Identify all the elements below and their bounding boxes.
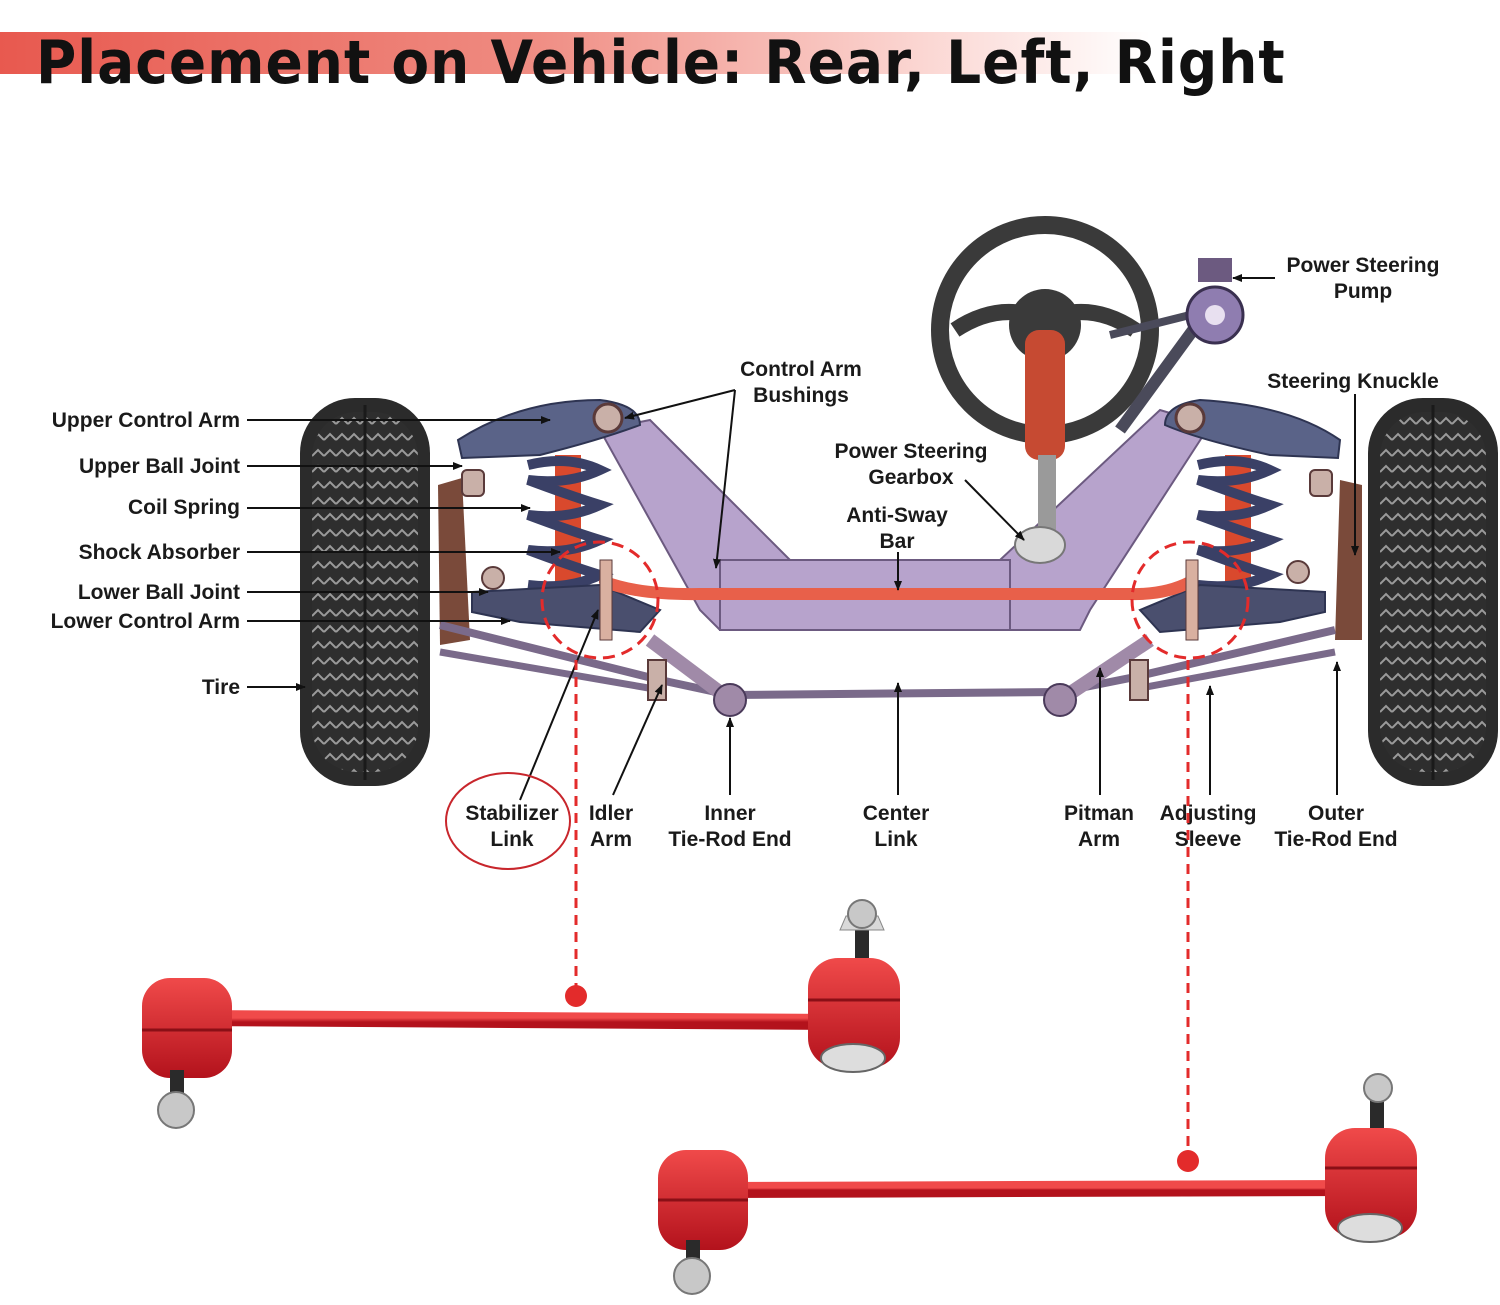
right-steering-knuckle	[1335, 480, 1362, 640]
label-inner-tie-rod-end-2: Tie-Rod End	[668, 828, 791, 851]
stabilizer-link-highlight-ellipse	[445, 772, 571, 870]
gearbox	[1014, 526, 1066, 564]
label-outer-tie-rod-end-1: Outer	[1308, 802, 1364, 825]
label-power-steering-gearbox-1: Power Steering	[835, 440, 988, 463]
left-upper-ball-joint	[461, 469, 485, 497]
page-title: Placement on Vehicle: Rear, Left, Right	[36, 28, 1286, 98]
left-coil-spring	[526, 455, 614, 595]
label-shock-absorber: Shock Absorber	[79, 541, 240, 564]
right-tire	[1368, 398, 1498, 786]
steering-shaft	[1038, 455, 1056, 535]
label-outer-tie-rod-end-2: Tie-Rod End	[1274, 828, 1397, 851]
right-lower-ball-joint	[1286, 560, 1310, 584]
label-idler-arm-2: Arm	[590, 828, 632, 851]
label-upper-ball-joint: Upper Ball Joint	[79, 455, 240, 478]
label-pitman-arm-2: Arm	[1078, 828, 1120, 851]
label-steering-knuckle: Steering Knuckle	[1267, 370, 1439, 393]
label-idler-arm-1: Idler	[589, 802, 633, 825]
label-adjusting-sleeve-2: Sleeve	[1175, 828, 1242, 851]
left-highlight-circle	[540, 540, 660, 660]
steering-column	[1025, 330, 1065, 460]
label-tire: Tire	[202, 676, 240, 699]
anti-sway-bar	[599, 576, 1196, 601]
label-lower-control-arm: Lower Control Arm	[51, 610, 240, 633]
left-control-arm-bushing	[592, 402, 624, 434]
label-upper-control-arm: Upper Control Arm	[52, 409, 240, 432]
label-control-arm-bushings-2: Bushings	[753, 384, 849, 407]
steering-linkage	[439, 621, 1336, 717]
stabilizer-link-product-1	[142, 899, 900, 1129]
right-drop-dot	[1177, 1150, 1199, 1172]
right-upper-control-arm	[1163, 398, 1342, 460]
leader-lines	[247, 274, 1359, 801]
right-highlight-circle	[1130, 540, 1250, 660]
label-stabilizer-link-1: Stabilizer	[465, 802, 558, 825]
label-power-steering-pump-2: Pump	[1334, 280, 1392, 303]
label-anti-sway-bar-1: Anti-Sway	[846, 504, 948, 527]
label-inner-tie-rod-end-1: Inner	[704, 802, 755, 825]
title-band: Placement on Vehicle: Rear, Left, Right	[0, 28, 1285, 97]
label-stabilizer-link-2: Link	[490, 828, 533, 851]
right-upper-ball-joint	[1309, 469, 1333, 497]
left-drop-dot	[565, 985, 587, 1007]
left-stabilizer-link	[599, 559, 613, 641]
label-control-arm-bushings-1: Control Arm	[740, 358, 862, 381]
label-power-steering-gearbox-2: Gearbox	[868, 466, 954, 489]
power-steering-pump	[1109, 258, 1245, 434]
label-anti-sway-bar-2: Bar	[879, 530, 914, 553]
label-power-steering-pump-1: Power Steering	[1287, 254, 1440, 277]
label-center-link-2: Link	[874, 828, 917, 851]
label-adjusting-sleeve-1: Adjusting	[1160, 802, 1257, 825]
left-lower-ball-joint	[481, 566, 505, 590]
right-stabilizer-link	[1185, 559, 1199, 641]
label-lower-ball-joint: Lower Ball Joint	[78, 581, 240, 604]
stabilizer-link-product-2	[658, 1073, 1417, 1295]
label-pitman-arm-1: Pitman	[1064, 802, 1134, 825]
right-control-arm-bushing	[1174, 402, 1206, 434]
label-center-link-1: Center	[863, 802, 930, 825]
left-steering-knuckle	[438, 478, 470, 645]
right-coil-spring	[1196, 455, 1284, 595]
label-coil-spring: Coil Spring	[128, 496, 240, 519]
